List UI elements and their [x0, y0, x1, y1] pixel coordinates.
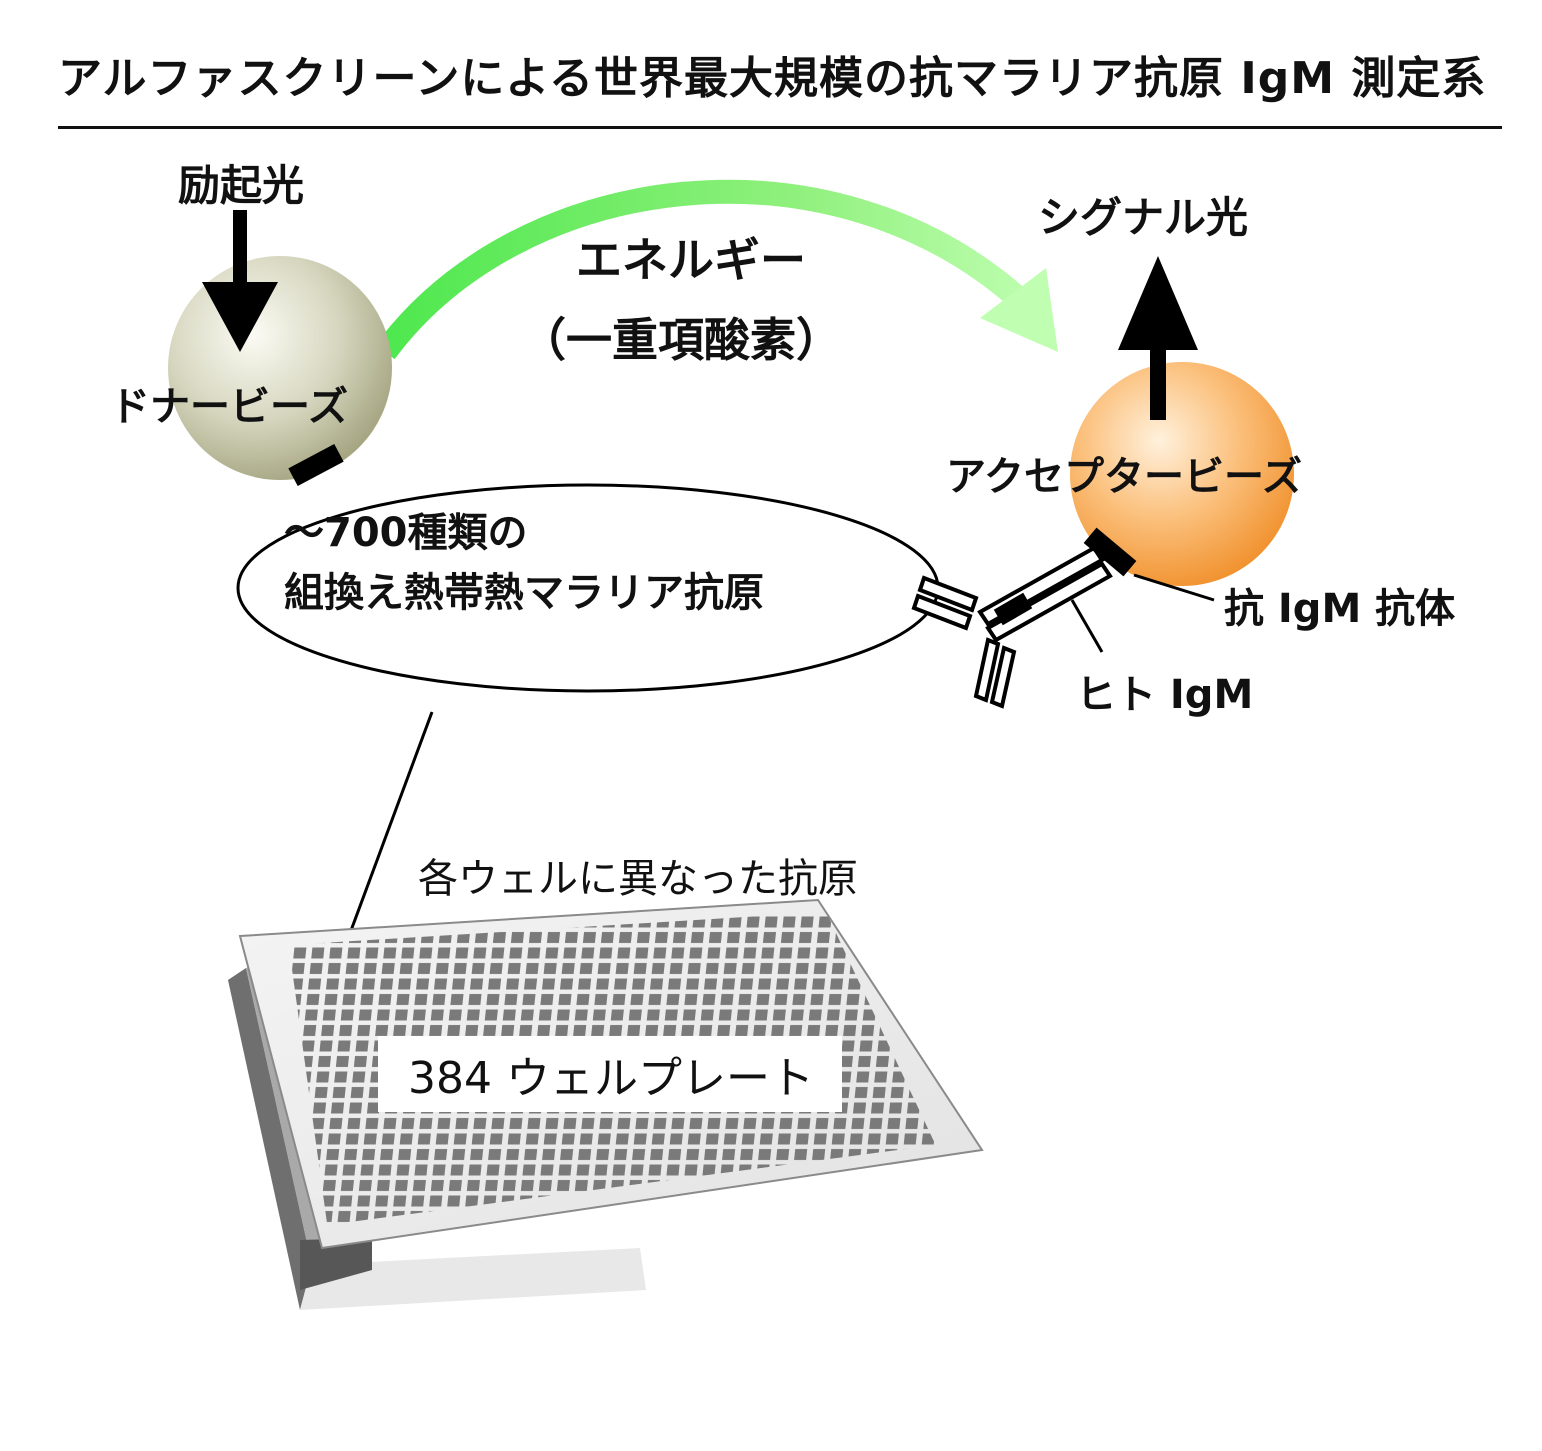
- diagram-title: アルファスクリーンによる世界最大規模の抗マラリア抗原 IgM 測定系: [58, 53, 1487, 104]
- plate-label: 384 ウェルプレート: [378, 1036, 842, 1112]
- igm-fc-block: [993, 592, 1033, 626]
- donor-bead: [168, 256, 392, 480]
- antigen-label-line2: 組換え熱帯熱マラリア抗原: [284, 570, 764, 616]
- signal-arrowhead: [1118, 256, 1198, 350]
- excitation-label: 励起光: [178, 161, 305, 210]
- title-rule: [58, 126, 1502, 129]
- energy-arrowhead: [980, 268, 1058, 352]
- anti-igm-label: 抗 IgM 抗体: [1224, 586, 1456, 632]
- acceptor-label: アクセプタービーズ: [946, 454, 1302, 500]
- donor-label: ドナービーズ: [110, 384, 348, 430]
- singlet-oxygen-label: （一重項酸素）: [520, 313, 842, 367]
- acceptor-linker: [1083, 527, 1137, 577]
- acceptor-bead: [1070, 362, 1294, 586]
- igm-antibody: [911, 545, 1113, 709]
- energy-arrow: [375, 179, 1028, 360]
- human-igm-label: ヒト IgM: [1076, 672, 1254, 718]
- excitation-arrowhead: [202, 282, 278, 352]
- wells-caption: 各ウェルに異なった抗原: [418, 856, 858, 902]
- donor-linker: [288, 443, 344, 487]
- antigen-label-line1: ～700種類の: [284, 510, 528, 556]
- plate-leader: [344, 711, 434, 945]
- anti-igm-leader: [1133, 573, 1215, 602]
- energy-label: エネルギー: [576, 233, 806, 287]
- human-igm-leader: [1070, 599, 1104, 653]
- signal-label: シグナル光: [1038, 193, 1249, 242]
